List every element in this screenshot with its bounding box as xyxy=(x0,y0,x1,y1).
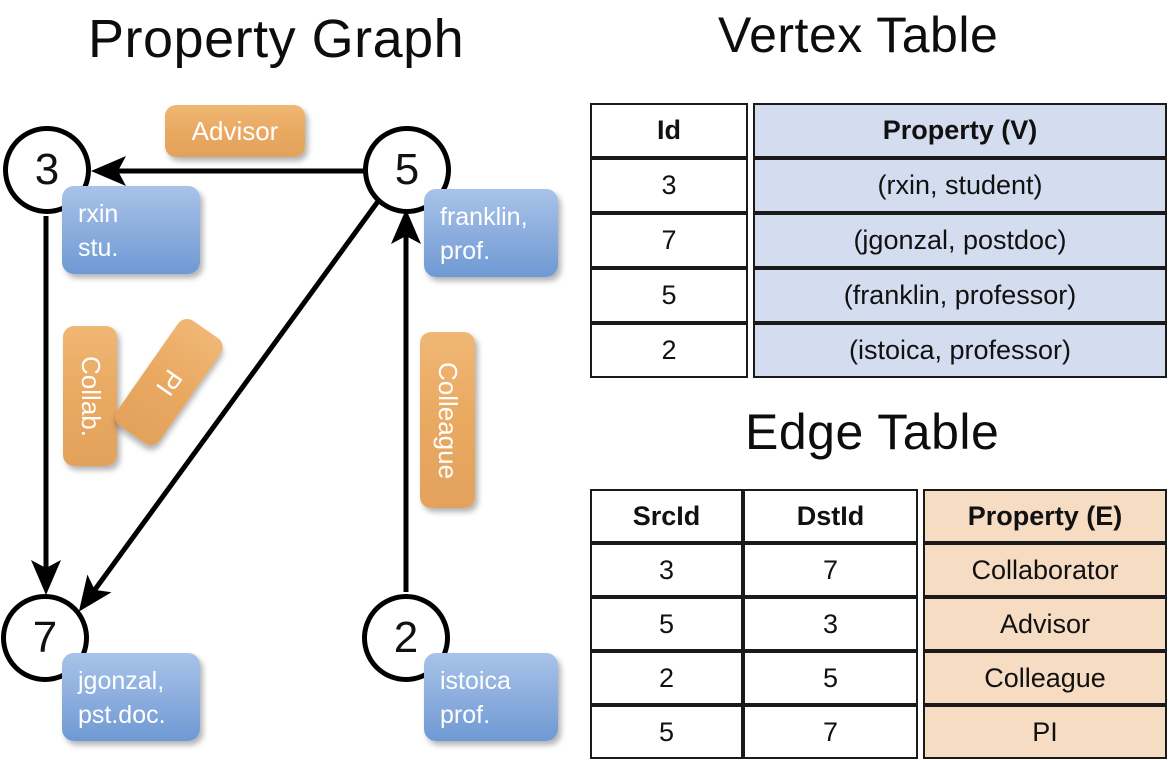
edge-cell-dstid: 7 xyxy=(743,543,918,597)
edge-cell-dstid: 5 xyxy=(743,651,918,705)
graph-node-2-label: 2 xyxy=(393,613,419,662)
table-row: 3 (rxin, student) xyxy=(590,158,1167,213)
table-row: 2 5 Colleague xyxy=(590,651,1167,705)
table-row: 5 (franklin, professor) xyxy=(590,268,1167,323)
page-title-property-graph: Property Graph xyxy=(88,9,465,69)
vertex-cell-id: 7 xyxy=(590,213,748,268)
edge-label-collab-text: Collab. xyxy=(75,355,106,437)
edge-cell-property: Advisor xyxy=(923,597,1167,651)
node-property-box-2[interactable]: istoica prof. xyxy=(424,653,558,741)
edge-label-pi-text: PI xyxy=(150,363,189,401)
edge-header-dstid: DstId xyxy=(743,489,918,543)
vertex-cell-property: (rxin, student) xyxy=(753,158,1167,213)
edge-cell-srcid: 5 xyxy=(590,597,743,651)
page-title-edge-table: Edge Table xyxy=(745,404,1000,460)
vertex-cell-property: (istoica, professor) xyxy=(753,323,1167,378)
edge-cell-property: Collaborator xyxy=(923,543,1167,597)
edge-5-to-7 xyxy=(78,198,382,612)
graph-node-5-label: 5 xyxy=(394,145,420,194)
edge-cell-srcid: 5 xyxy=(590,705,743,759)
node-property-name-7: jgonzal, xyxy=(78,667,165,695)
node-property-box-5[interactable]: franklin, prof. xyxy=(424,189,558,277)
vertex-header-id: Id xyxy=(590,103,748,158)
graph-node-3-label: 3 xyxy=(34,145,60,194)
vertex-cell-property: (franklin, professor) xyxy=(753,268,1167,323)
edge-cell-property: Colleague xyxy=(923,651,1167,705)
vertex-cell-property: (jgonzal, postdoc) xyxy=(753,213,1167,268)
edge-label-colleague[interactable]: Colleague xyxy=(420,332,475,508)
node-property-role-2: prof. xyxy=(440,700,491,729)
edge-header-property: Property (E) xyxy=(923,489,1167,543)
node-property-name-2: istoica xyxy=(440,667,511,695)
edge-label-advisor-text: Advisor xyxy=(191,115,279,146)
vertex-header-property: Property (V) xyxy=(753,103,1167,158)
vertex-cell-id: 3 xyxy=(590,158,748,213)
edge-cell-property: PI xyxy=(923,705,1167,759)
edge-table: SrcId DstId Property (E) 3 7 Collaborato… xyxy=(590,489,1167,759)
edge-cell-dstid: 7 xyxy=(743,705,918,759)
edge-cell-srcid: 2 xyxy=(590,651,743,705)
node-property-name-3: rxin xyxy=(78,200,119,228)
edge-label-advisor[interactable]: Advisor xyxy=(165,105,305,157)
vertex-cell-id: 5 xyxy=(590,268,748,323)
table-row: 2 (istoica, professor) xyxy=(590,323,1167,378)
table-row: 5 7 PI xyxy=(590,705,1167,759)
node-property-role-5: prof. xyxy=(440,236,491,265)
edge-cell-dstid: 3 xyxy=(743,597,918,651)
node-property-name-5: franklin, xyxy=(440,203,528,231)
table-row: 5 3 Advisor xyxy=(590,597,1167,651)
vertex-cell-id: 2 xyxy=(590,323,748,378)
graph-edges-layer xyxy=(31,156,421,612)
table-row: 7 (jgonzal, postdoc) xyxy=(590,213,1167,268)
graph-node-2[interactable]: 2 xyxy=(362,594,450,682)
node-property-role-3: stu. xyxy=(78,233,119,262)
vertex-table: Id Property (V) 3 (rxin, student) 7 (jgo… xyxy=(590,103,1167,378)
table-row: 3 7 Collaborator xyxy=(590,543,1167,597)
edge-label-colleague-text: Colleague xyxy=(433,361,463,479)
page-title-vertex-table: Vertex Table xyxy=(718,7,999,63)
graph-node-7-label: 7 xyxy=(32,613,58,662)
edge-header-srcid: SrcId xyxy=(590,489,743,543)
edge-label-collab[interactable]: Collab. xyxy=(63,326,117,466)
node-property-role-7: pst.doc. xyxy=(78,700,166,729)
table-header-row: SrcId DstId Property (E) xyxy=(590,489,1167,543)
node-property-box-7[interactable]: jgonzal, pst.doc. xyxy=(62,653,200,741)
node-property-box-3[interactable]: rxin stu. xyxy=(62,186,200,274)
edge-cell-srcid: 3 xyxy=(590,543,743,597)
table-header-row: Id Property (V) xyxy=(590,103,1167,158)
